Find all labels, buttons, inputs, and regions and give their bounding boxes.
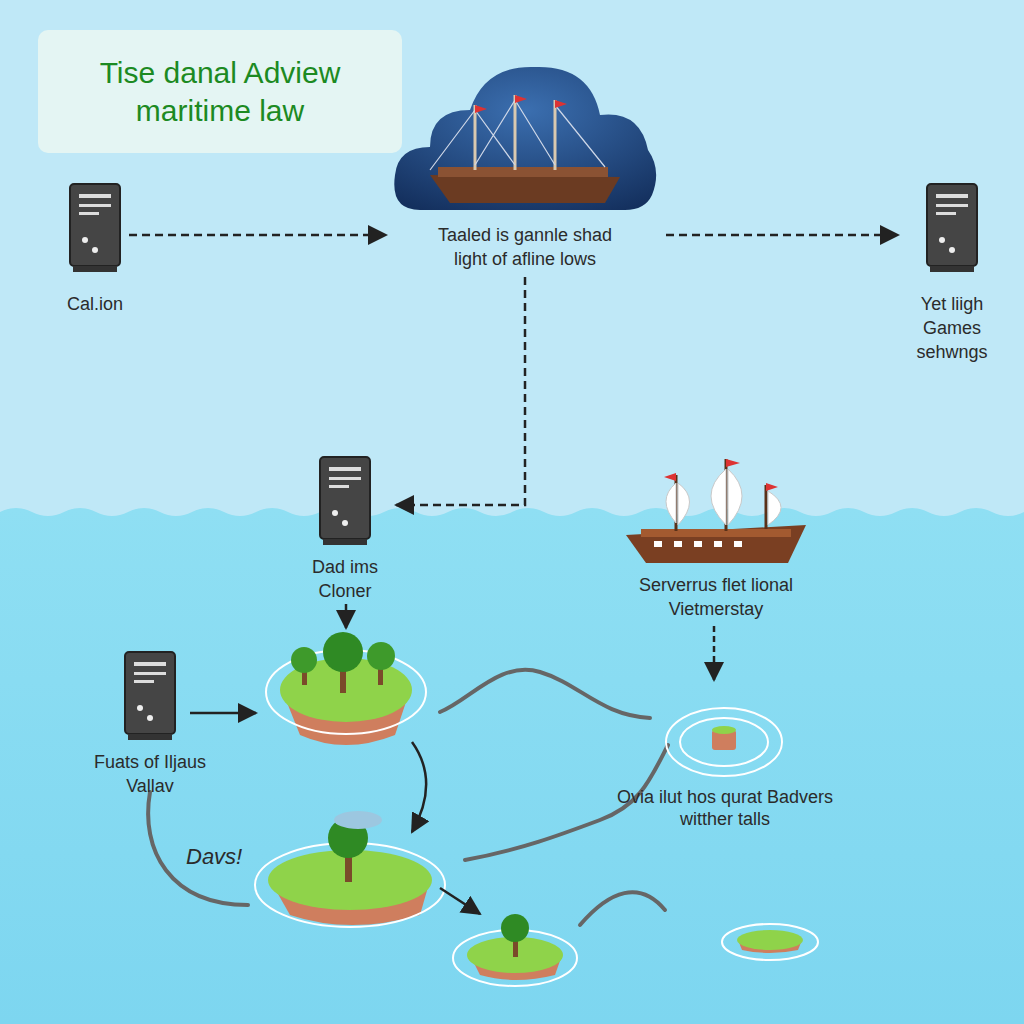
node-label: Cal.ion (67, 292, 123, 316)
server-icon (317, 455, 373, 547)
server-icon (924, 182, 980, 274)
icon-node: Fuats of Iljaus Vallav (80, 650, 220, 798)
node-label: Fuats of Iljaus Vallav (80, 750, 220, 798)
dashed-connector (396, 277, 525, 505)
node-label: Taaled is gannle shad light of afline lo… (420, 223, 630, 271)
island (255, 811, 445, 927)
note-label: Ovia ilut hos qurat Badvers witther tall… (590, 786, 860, 830)
icon-node: Yet liigh Games sehwngs (902, 182, 1002, 364)
node-label: Serverrus flet lional Vietmerstay (616, 573, 816, 621)
title: Tise danal Adview maritime law (70, 54, 370, 130)
island (453, 914, 577, 986)
whirlpool (666, 708, 782, 776)
dashed-connector (666, 234, 898, 237)
icon-node: Dad ims Cloner (300, 455, 390, 603)
island (722, 924, 818, 960)
flow-arrows (190, 604, 714, 914)
sea (0, 508, 1024, 1024)
server-icon (122, 650, 178, 742)
island (266, 632, 426, 745)
cloud-ship (390, 55, 660, 215)
current-lines (148, 670, 668, 925)
sailing-ship (616, 455, 816, 567)
node-label: Dad ims Cloner (300, 555, 390, 603)
icon-node: Taaled is gannle shad light of afline lo… (390, 55, 660, 271)
note-label: Davs! (186, 846, 266, 868)
title-panel: Tise danal Adview maritime law (38, 30, 402, 153)
node-label: Yet liigh Games sehwngs (902, 292, 1002, 364)
icon-node: Serverrus flet lional Vietmerstay (616, 455, 816, 621)
dashed-connector (129, 234, 386, 237)
server-icon (67, 182, 123, 274)
icon-node: Cal.ion (67, 182, 123, 316)
